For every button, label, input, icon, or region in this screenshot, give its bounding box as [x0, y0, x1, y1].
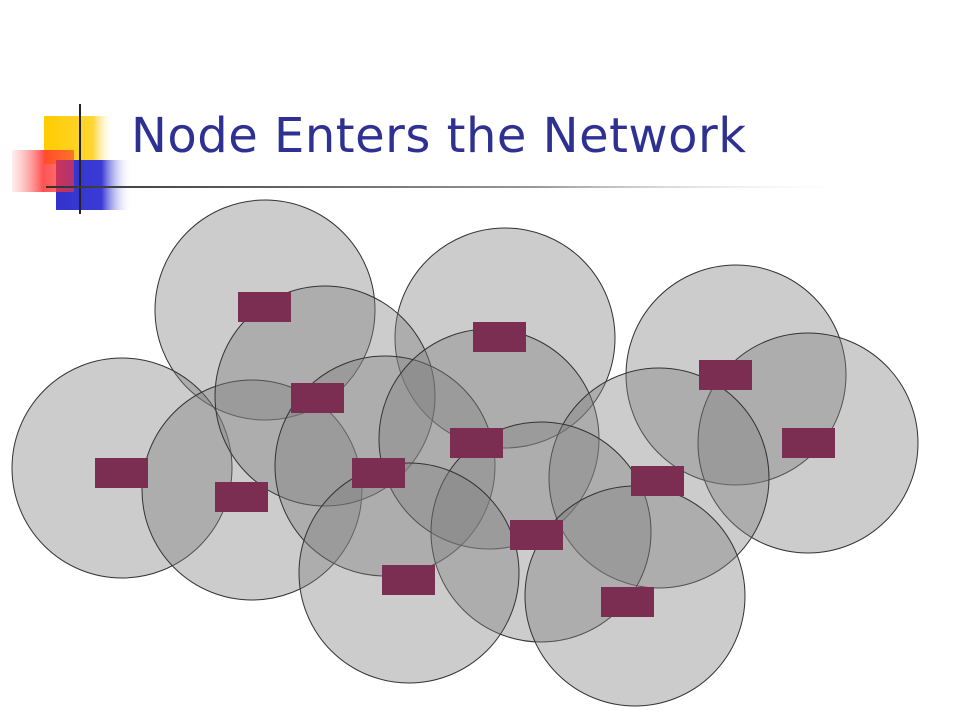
network-node-10: [631, 466, 684, 496]
slide-title: Node Enters the Network: [131, 108, 747, 164]
network-node-7: [291, 383, 344, 413]
network-node-8: [352, 458, 405, 488]
network-node-5: [95, 458, 148, 488]
network-node-12: [382, 565, 435, 595]
network-node-13: [601, 587, 654, 617]
network-node-2: [473, 322, 526, 352]
network-node-9: [450, 428, 503, 458]
network-node-6: [215, 482, 268, 512]
network-node-4: [782, 428, 835, 458]
network-node-1: [238, 292, 291, 322]
network-node-3: [699, 360, 752, 390]
node-layer: [95, 292, 835, 617]
network-node-11: [510, 520, 563, 550]
